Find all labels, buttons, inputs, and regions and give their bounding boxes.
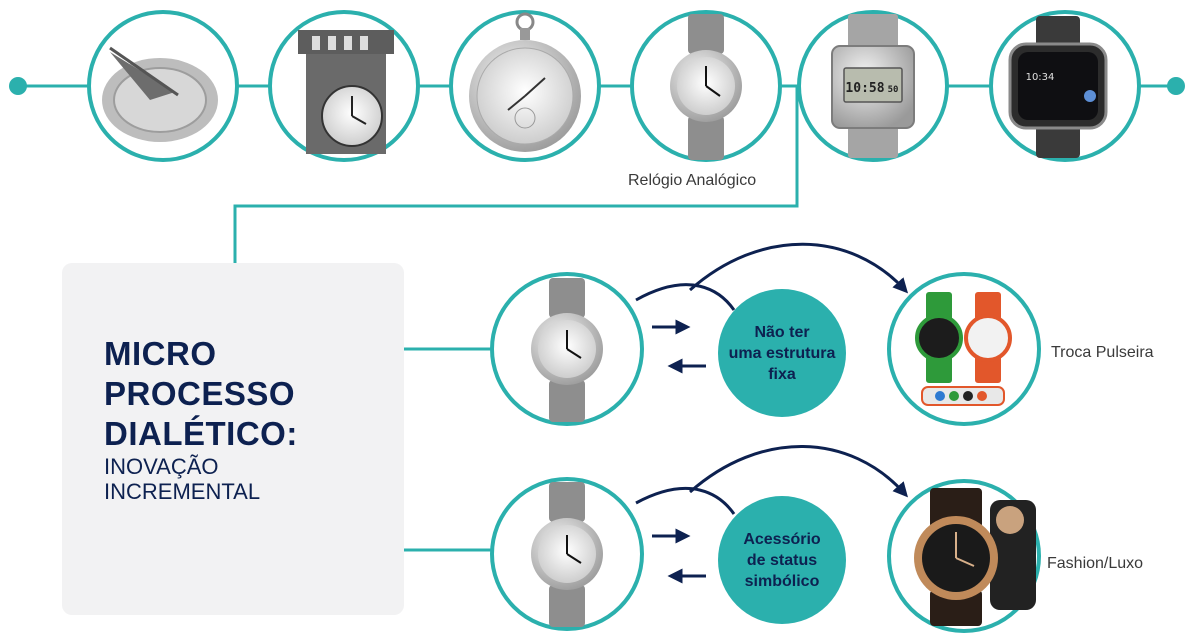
row1-bubble-line-1: Não ter	[754, 323, 810, 341]
concept-card	[62, 263, 404, 615]
digital-watch-icon: 10:58 50	[797, 10, 949, 162]
row2-result-label: Fashion/Luxo	[1047, 555, 1144, 572]
sundial-icon	[87, 10, 239, 162]
row2-inner-arc	[635, 487, 736, 515]
timeline-connector	[233, 86, 799, 263]
title-line-2: PROCESSO	[104, 375, 296, 412]
card-title: MICRO PROCESSO DIALÉTICO: INOVAÇÃO INCRE…	[104, 334, 298, 504]
digital-time: 10:58	[845, 81, 884, 96]
title-line-1: MICRO	[104, 335, 217, 372]
row1-outer-arrow	[689, 242, 909, 294]
digital-seconds: 50	[888, 85, 899, 95]
row2-source-watch-icon	[490, 477, 644, 631]
analog-watch-icon	[630, 10, 782, 162]
pocket-watch-icon	[449, 10, 601, 162]
row2-outer-arrow	[689, 445, 908, 498]
subtitle-line-2: INCREMENTAL	[104, 479, 261, 504]
timeline-end-dot	[1167, 77, 1185, 95]
smartwatch-icon: 10:34	[989, 10, 1141, 162]
timeline-start-dot	[9, 77, 27, 95]
analog-watch-label: Relógio Analógico	[628, 172, 757, 189]
row2-bubble-line-3: simbólico	[744, 572, 820, 590]
row2-bubble: Acessório de status simbólico	[718, 496, 846, 624]
smartwatch-time: 10:34	[1026, 72, 1055, 83]
row1-bubble-line-3: fixa	[768, 365, 796, 383]
row1-inner-arc	[635, 283, 736, 311]
tower-clock-icon	[268, 10, 420, 162]
row1-bubble: Não ter uma estrutura fixa	[718, 289, 846, 417]
title-line-3: DIALÉTICO:	[104, 415, 298, 452]
luxury-watch-icon	[887, 479, 1041, 633]
row1-result-label: Troca Pulseira	[1051, 344, 1154, 361]
row1-bubble-line-2: uma estrutura	[728, 344, 836, 362]
row2-bubble-line-1: Acessório	[743, 530, 821, 548]
row2-bubble-line-2: de status	[746, 551, 818, 569]
colorful-watches-icon	[887, 272, 1041, 426]
subtitle-line-1: INOVAÇÃO	[104, 454, 219, 479]
row1-source-watch-icon	[490, 272, 644, 426]
